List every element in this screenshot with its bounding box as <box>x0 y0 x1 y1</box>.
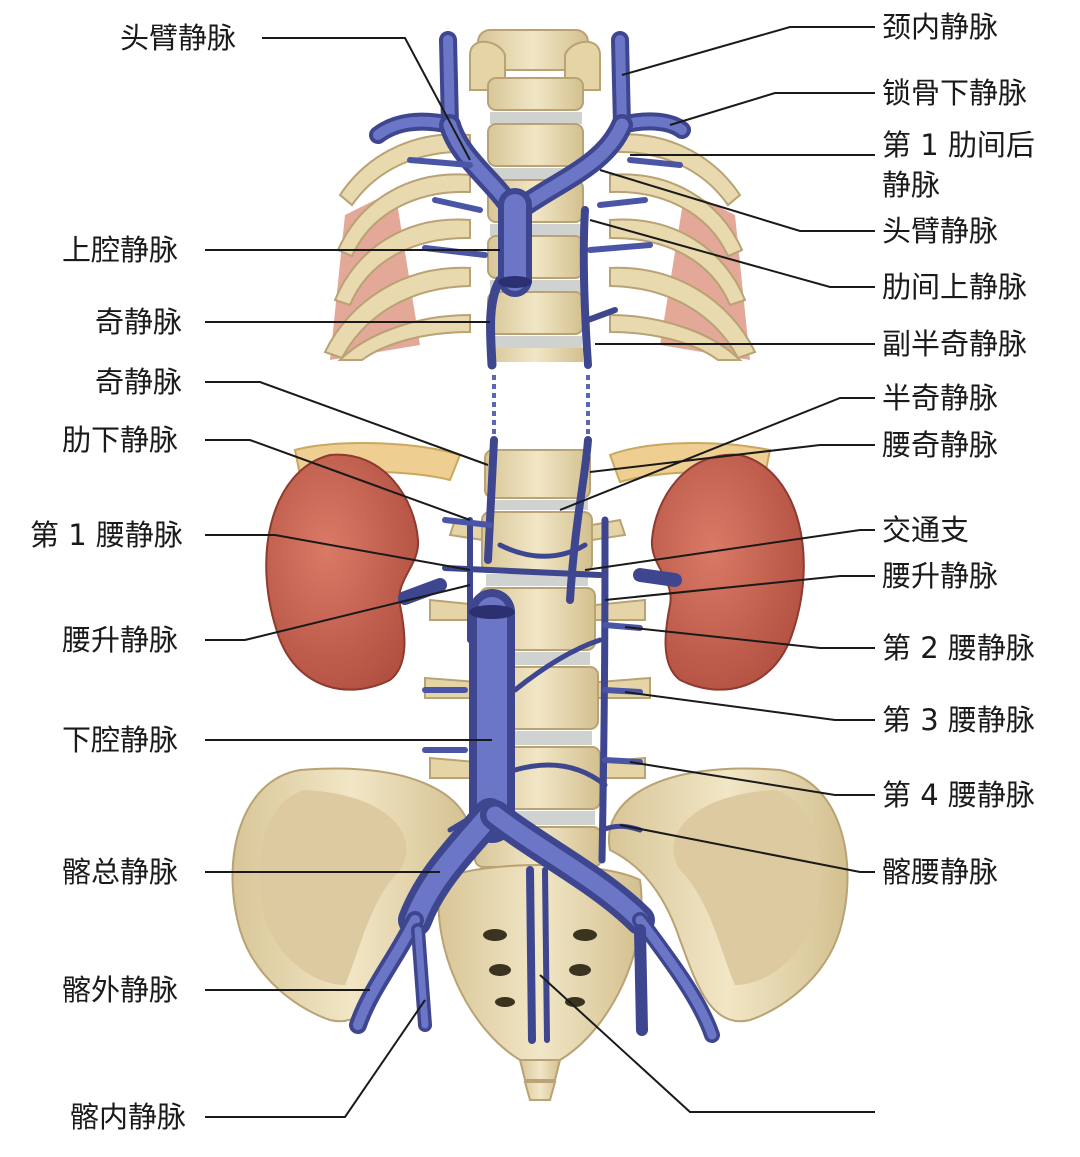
ivc-opening <box>469 605 515 619</box>
break-marks <box>492 375 590 440</box>
label-azygos-upper: 奇静脉 <box>95 305 183 339</box>
label-ascending-lumbar-left: 腰升静脉 <box>62 623 179 657</box>
pelvis <box>231 767 849 1101</box>
label-accessory-hemiazygos: 副半奇静脉 <box>882 327 1028 361</box>
label-lumbar-3: 第 3 腰静脉 <box>882 703 1035 737</box>
kidney-right <box>650 453 805 691</box>
label-internal-jugular: 颈内静脉 <box>882 10 999 44</box>
leader-brachiocephalic-right <box>599 169 875 232</box>
leader-internal-iliac <box>205 999 426 1118</box>
kidney-left <box>265 453 420 691</box>
label-iliolumbar: 髂腰静脉 <box>882 855 999 889</box>
label-brachiocephalic-top: 头臂静脉 <box>120 21 237 55</box>
leader-lines <box>205 26 875 1118</box>
label-posterior-intercostal-1a: 第 1 肋间后 <box>882 128 1035 162</box>
leader-iliolumbar <box>619 824 875 873</box>
label-ascending-lumbar-right: 腰升静脉 <box>882 559 999 593</box>
leader-lumbar-azygos <box>589 444 875 473</box>
leader-subcostal <box>205 439 471 521</box>
leader-lumbar-1 <box>205 534 471 571</box>
leader-hemiazygos <box>559 397 875 511</box>
leader-azygos-lower <box>205 381 489 466</box>
label-posterior-intercostal-1b: 静脉 <box>882 168 941 202</box>
label-subclavian: 锁骨下静脉 <box>882 76 1028 110</box>
leader-lumbar-2 <box>624 626 875 649</box>
label-communicating: 交通支 <box>882 513 970 547</box>
label-hemiazygos: 半奇静脉 <box>882 381 999 415</box>
label-lumbar-1: 第 1 腰静脉 <box>30 518 183 552</box>
leader-subclavian <box>669 92 875 126</box>
label-subcostal: 肋下静脉 <box>62 423 179 457</box>
coccyx <box>518 1059 562 1101</box>
label-svc: 上腔静脉 <box>62 233 179 267</box>
ribs-left <box>323 133 471 361</box>
sacral-foramina <box>483 929 597 1007</box>
label-lumbar-4: 第 4 腰静脉 <box>882 778 1035 812</box>
svc-opening <box>498 276 532 288</box>
lumbar-spine <box>424 449 651 868</box>
thoracic-veins <box>369 31 691 370</box>
leader-ascending-lumbar-left <box>205 584 471 641</box>
thorax-region <box>323 29 757 370</box>
label-ivc: 下腔静脉 <box>62 723 179 757</box>
leader-brachiocephalic-top <box>262 37 471 161</box>
leader-communicating <box>584 529 875 571</box>
leader-lumbar-3 <box>624 691 875 721</box>
label-lumbar-2: 第 2 腰静脉 <box>882 631 1035 665</box>
label-common-iliac: 髂总静脉 <box>62 855 179 889</box>
leader-internal-jugular <box>621 26 875 76</box>
ribs-right <box>609 133 757 361</box>
abdomen-region <box>231 436 849 1101</box>
leader-lumbar-4 <box>629 761 875 796</box>
leader-median-sacral <box>539 974 875 1113</box>
label-brachiocephalic-right: 头臂静脉 <box>882 214 999 248</box>
leader-ascending-lumbar-right <box>604 575 875 601</box>
label-external-iliac: 髂外静脉 <box>62 973 179 1007</box>
leader-superior-intercostal <box>589 219 875 288</box>
label-lumbar-azygos: 腰奇静脉 <box>882 428 999 462</box>
label-superior-intercostal: 肋间上静脉 <box>882 270 1028 304</box>
label-internal-iliac: 髂内静脉 <box>70 1100 187 1134</box>
label-azygos-lower: 奇静脉 <box>95 365 183 399</box>
